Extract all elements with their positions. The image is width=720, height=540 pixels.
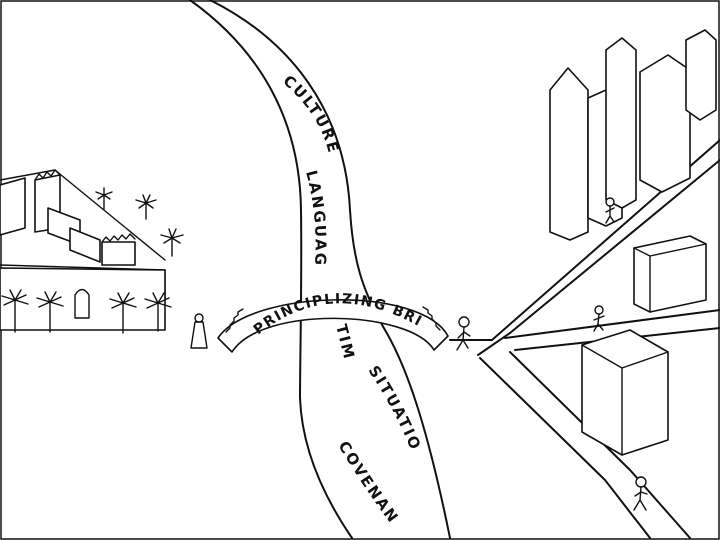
gate-battlement bbox=[102, 234, 135, 242]
city-gate-tower bbox=[102, 242, 135, 265]
skyscraper-3 bbox=[606, 38, 636, 208]
city-building-1 bbox=[0, 178, 25, 235]
labels: CULTURE LANGUAGE PRINCIPLIZING BRIDGE TI… bbox=[0, 0, 425, 527]
stick-figure-bridge bbox=[457, 317, 470, 350]
label-culture: CULTURE bbox=[280, 72, 343, 156]
city-building-3 bbox=[70, 228, 100, 262]
skyscraper-5 bbox=[686, 30, 716, 120]
skyscraper-4 bbox=[640, 55, 690, 192]
modern-skyline bbox=[550, 30, 716, 240]
ancient-city bbox=[0, 170, 207, 348]
block-lower bbox=[582, 330, 668, 455]
river-right-bank bbox=[210, 0, 450, 538]
city-front-wall bbox=[0, 268, 165, 330]
stick-figure-lower-road bbox=[634, 477, 647, 510]
label-covenant: COVENANT bbox=[0, 0, 403, 527]
road-middle-a bbox=[505, 310, 720, 338]
stick-figure-middle-road bbox=[594, 306, 604, 331]
river bbox=[190, 0, 450, 538]
modern-blocks bbox=[582, 236, 706, 455]
ancient-figure bbox=[191, 314, 207, 348]
skyscraper-1 bbox=[550, 68, 588, 240]
block-upper bbox=[634, 236, 706, 312]
river-left-bank bbox=[190, 0, 352, 538]
